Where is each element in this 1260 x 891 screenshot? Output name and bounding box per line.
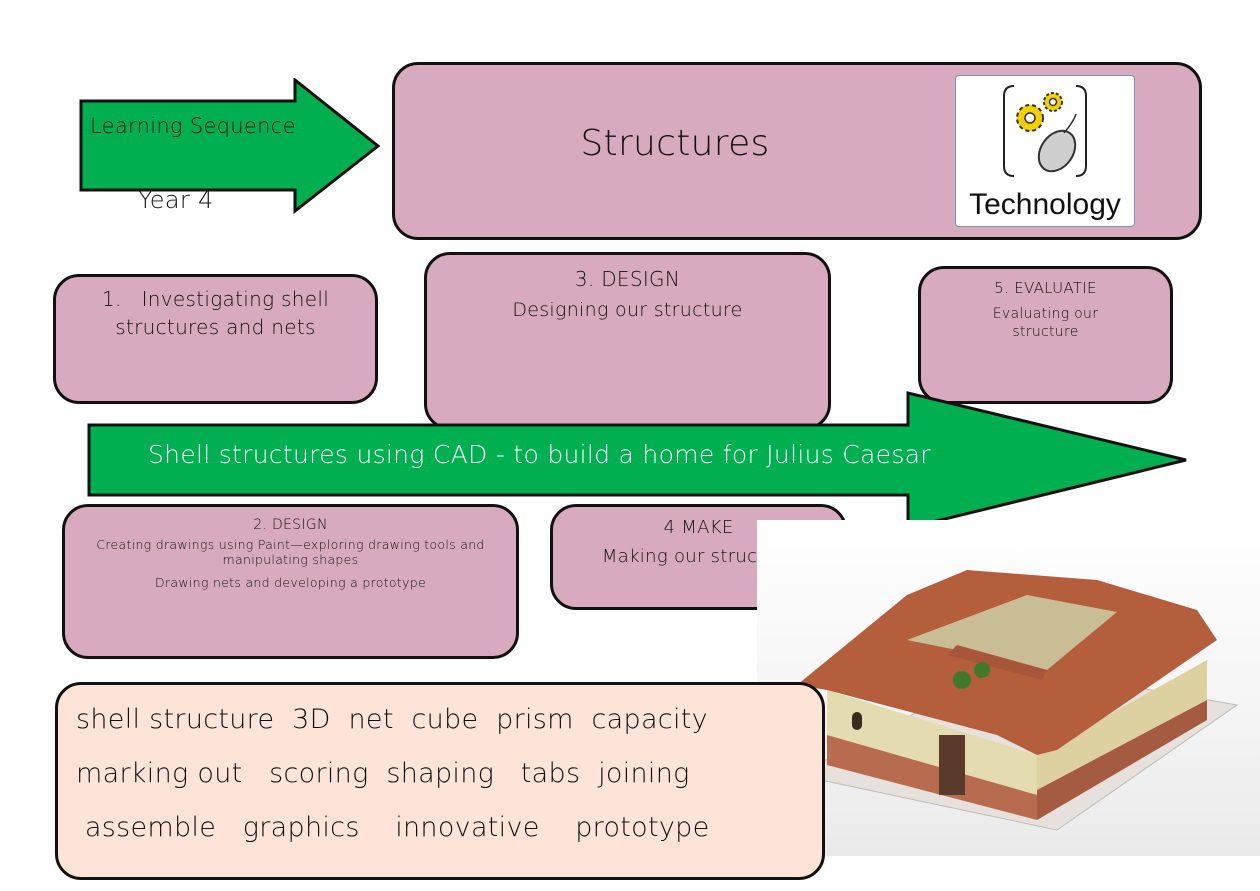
step-2-box: 2. DESIGN Creating drawings using Paint—… bbox=[62, 504, 519, 659]
vocabulary-line-2: marking out scoring shaping tabs joining bbox=[76, 758, 690, 789]
step-1-body: structures and nets bbox=[115, 315, 316, 339]
step-3-title: 3. DESIGN bbox=[574, 267, 681, 291]
step-4-body: Making our structure bbox=[601, 546, 796, 567]
step-4-title: 4 MAKE bbox=[663, 517, 734, 538]
main-arrow-label: Shell structures using CAD - to build a … bbox=[148, 440, 931, 469]
step-3-body: Designing our structure bbox=[512, 299, 743, 321]
vocabulary-panel: shell structure 3D net cube prism capaci… bbox=[55, 682, 825, 880]
step-2-title: 2. DESIGN bbox=[253, 517, 328, 533]
roman-house-illustration bbox=[795, 570, 1239, 831]
technology-badge: Technology bbox=[955, 75, 1135, 227]
step-2-body: Creating drawings using Paint—exploring … bbox=[96, 537, 485, 567]
year-label: Year 4 bbox=[138, 186, 214, 214]
vocabulary-line-3: assemble graphics innovative prototype bbox=[76, 812, 710, 843]
step-5-body: Evaluating our structure bbox=[992, 306, 1099, 341]
page-title: Structures bbox=[580, 123, 770, 164]
gears-mouse-icon bbox=[1003, 85, 1087, 177]
technology-label: Technology bbox=[969, 188, 1121, 221]
step-2-body-2: Drawing nets and developing a prototype bbox=[155, 575, 426, 590]
learning-sequence-label: Learning Sequence bbox=[90, 114, 296, 138]
step-5-box: 5. EVALUATIE Evaluating our structure bbox=[918, 266, 1173, 404]
step-3-box: 3. DESIGN Designing our structure bbox=[424, 252, 831, 430]
step-5-title: 5. EVALUATIE bbox=[994, 279, 1097, 297]
roman-house-image bbox=[757, 520, 1260, 856]
title-panel: Structures Technology bbox=[392, 62, 1202, 240]
main-sequence-arrow bbox=[87, 391, 1187, 530]
vocabulary-line-1: shell structure 3D net cube prism capaci… bbox=[76, 704, 708, 735]
step-1-box: 1. Investigating shell structures and ne… bbox=[53, 274, 378, 404]
learning-sequence-arrow bbox=[79, 78, 381, 214]
step-1-title: 1. Investigating shell bbox=[101, 287, 330, 311]
